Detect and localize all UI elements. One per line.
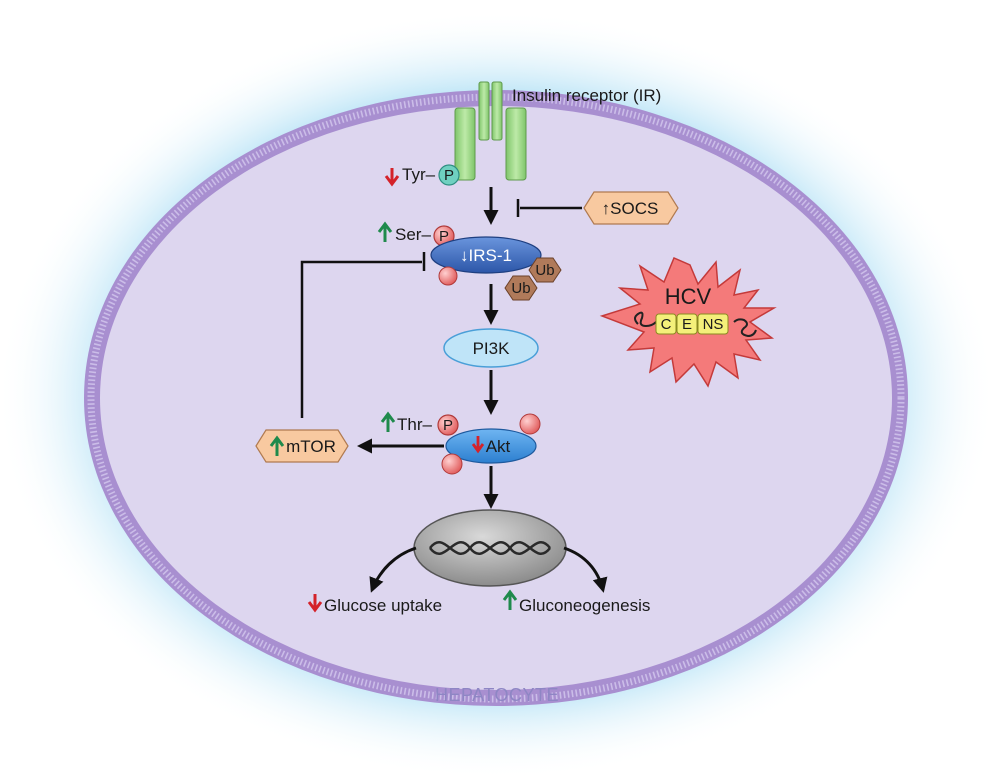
hcv-rna-left-icon — [634, 311, 657, 328]
receptor-label: Insulin receptor (IR) — [512, 86, 661, 105]
arrow-to-gluconeogenesis — [563, 546, 608, 593]
membrane-texture — [87, 93, 905, 703]
hcv-label: HCV — [665, 284, 712, 309]
tyr-phosphate-label: P — [444, 167, 454, 184]
thr-phosphate-label: P — [443, 417, 453, 434]
arrow-to-glucose-uptake — [369, 546, 417, 593]
hcv-gene-c — [655, 313, 677, 335]
irs1-node — [430, 236, 542, 274]
hcv-gene-ns-label: NS — [703, 316, 724, 333]
cell-type-label: HEPATOCYTE — [435, 685, 559, 705]
irs1-phospho-ball — [438, 266, 458, 286]
ser-up-arrow-icon — [377, 221, 393, 242]
ser-phosphate-label: P — [439, 228, 449, 245]
ser-label: Ser– — [395, 225, 431, 244]
akt-node — [445, 428, 537, 464]
hcv-gene-ns — [697, 313, 729, 335]
gluconeogenesis-label: Gluconeogenesis — [519, 596, 650, 615]
glucose-down-arrow-icon — [307, 594, 323, 613]
hcv-gene-c-label: C — [661, 316, 672, 333]
insulin-receptor — [454, 81, 527, 181]
pi3k-label: PI3K — [473, 339, 511, 358]
irs1-label: ↓IRS-1 — [460, 246, 512, 265]
akt-phospho-ball-bottom — [441, 453, 463, 475]
ub-hexagon-top — [528, 257, 562, 283]
tyr-label: Tyr– — [402, 165, 436, 184]
cytoplasm — [100, 106, 892, 690]
hcv-rna-right-icon — [733, 318, 757, 338]
tyr-down-arrow-icon — [384, 168, 400, 187]
ub-label-top: Ub — [535, 262, 554, 279]
thr-up-arrow-icon — [380, 411, 396, 432]
gluconeogenesis-up-arrow-icon — [502, 589, 518, 610]
mtor-feedback-line — [300, 260, 422, 418]
akt-phospho-ball-top — [519, 413, 541, 435]
mtor-label: mTOR — [286, 437, 336, 456]
hcv-gene-e — [676, 313, 698, 335]
thr-label: Thr– — [397, 415, 433, 434]
tyr-phosphate — [438, 164, 460, 186]
dna-helix-icon — [429, 541, 551, 555]
pi3k-node — [443, 328, 539, 368]
socs-label: ↑SOCS — [602, 199, 659, 218]
thr-phosphate — [437, 414, 459, 436]
ub-label-bottom: Ub — [511, 280, 530, 297]
socs-hexagon — [583, 191, 679, 225]
akt-label: Akt — [486, 437, 511, 456]
akt-down-arrow-icon — [471, 436, 485, 454]
mtor-up-arrow-icon — [269, 435, 285, 456]
mtor-hexagon — [255, 429, 349, 463]
ub-hexagon-bottom — [504, 275, 538, 301]
hcv-gene-e-label: E — [682, 316, 692, 333]
glucose-uptake-label: Glucose uptake — [324, 596, 442, 615]
